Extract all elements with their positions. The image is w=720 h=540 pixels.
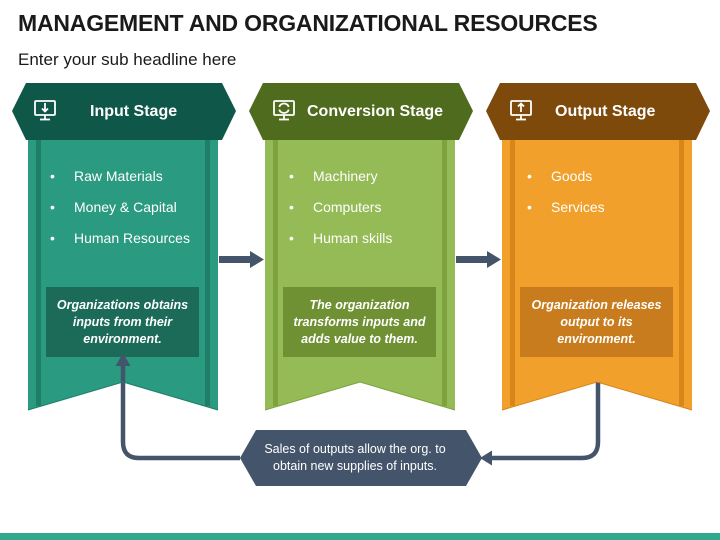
output-stage-items: Goods Services xyxy=(525,166,605,228)
output-panel-bottom-edge xyxy=(501,381,693,411)
conversion-header-hexagon xyxy=(249,83,473,140)
conversion-panel-stripe-left xyxy=(273,140,278,406)
monitor-upload-icon xyxy=(510,100,532,121)
list-item: Raw Materials xyxy=(48,166,190,197)
input-panel-stripe-right xyxy=(205,140,210,406)
conversion-stage-note: The organization transforms inputs and a… xyxy=(293,297,426,346)
output-stage-note: Organization releases output to its envi… xyxy=(531,297,662,346)
list-item: Services xyxy=(525,197,605,228)
feedback-hexagon xyxy=(240,430,482,486)
list-item: Human skills xyxy=(287,228,392,259)
feedback-connector-right xyxy=(492,382,601,461)
page-subtitle: Enter your sub headline here xyxy=(18,50,237,69)
conversion-stage-items: Machinery Computers Human skills xyxy=(287,166,392,259)
output-panel-stripe-right xyxy=(679,140,684,406)
output-note-box xyxy=(520,287,673,357)
arrow-conversion-to-output xyxy=(456,251,501,268)
monitor-refresh-icon xyxy=(273,100,295,121)
input-stage-note: Organizations obtains inputs from their … xyxy=(56,297,189,346)
conversion-panel-bottom-edge xyxy=(264,381,456,411)
feedback-arrowhead-left xyxy=(115,353,131,366)
input-note-box xyxy=(46,287,199,357)
list-item: Money & Capital xyxy=(48,197,190,228)
input-header-hexagon xyxy=(12,83,236,140)
conversion-note-box xyxy=(283,287,436,357)
feedback-connector-left xyxy=(120,364,240,461)
feedback-text: Sales of outputs allow the org. to obtai… xyxy=(264,442,446,473)
input-stage-items: Raw Materials Money & Capital Human Reso… xyxy=(48,166,190,259)
feedback-arrowhead-right xyxy=(480,450,492,466)
monitor-download-icon xyxy=(34,100,56,121)
conversion-stage-label: Conversion Stage xyxy=(307,103,444,120)
bottom-accent-bar xyxy=(0,533,720,540)
input-panel-bottom-edge xyxy=(27,381,219,411)
conversion-panel-stripe-right xyxy=(442,140,447,406)
arrow-input-to-conversion xyxy=(219,251,264,268)
output-header-hexagon xyxy=(486,83,710,140)
list-item: Human Resources xyxy=(48,228,190,259)
list-item: Goods xyxy=(525,166,605,197)
list-item: Machinery xyxy=(287,166,392,197)
output-stage-panel xyxy=(486,83,710,410)
list-item: Computers xyxy=(287,197,392,228)
input-stage-label: Input Stage xyxy=(90,103,178,120)
input-panel-stripe-left xyxy=(36,140,41,406)
output-panel-stripe-left xyxy=(510,140,515,406)
output-stage-label: Output Stage xyxy=(555,103,656,120)
page-title: MANAGEMENT AND ORGANIZATIONAL RESOURCES xyxy=(18,10,598,36)
